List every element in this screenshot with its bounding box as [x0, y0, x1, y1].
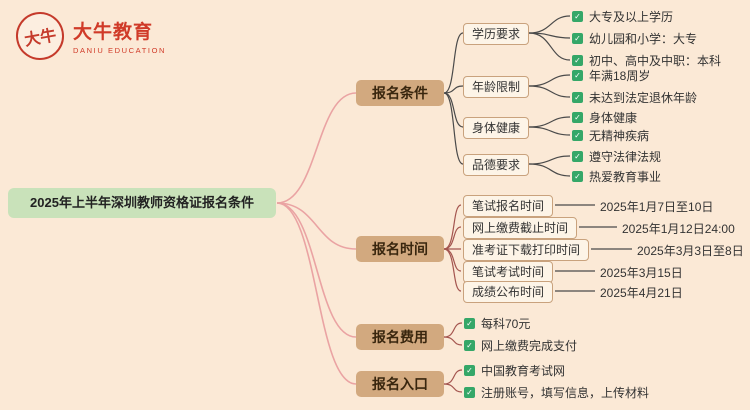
- leaf-text: 注册账号，填写信息，上传材料: [481, 385, 650, 400]
- check-icon: ✓: [572, 129, 583, 141]
- logo-subtitle: DANIU EDUCATION: [73, 46, 167, 55]
- check-icon: ✓: [572, 150, 583, 162]
- subtopic-shenti-jiankang: 身体健康: [463, 117, 530, 139]
- time-row-value: 2025年3月3日至8日: [637, 244, 744, 258]
- check-icon: ✓: [464, 317, 475, 329]
- leaf-text: 网上缴费完成支付: [481, 338, 578, 353]
- branch-baoming-feiyong: 报名费用: [356, 324, 444, 350]
- time-row-value: 2025年1月12日24:00: [622, 222, 735, 236]
- subtopic-pinde-yaoqiu: 品德要求: [463, 154, 530, 176]
- subtopic-nianling-xianzhi: 年龄限制: [463, 76, 530, 98]
- leaf-text: 身体健康: [589, 110, 638, 125]
- root-topic: 2025年上半年深圳教师资格证报名条件: [8, 188, 276, 218]
- time-row-label: 网上缴费截止时间: [463, 217, 578, 239]
- time-row-label: 笔试考试时间: [463, 261, 554, 283]
- leaf-item: ✓ 大专及以上学历: [572, 8, 673, 24]
- leaf-item: ✓ 热爱教育事业: [572, 168, 661, 184]
- leaf-item: ✓ 身体健康: [572, 109, 637, 125]
- leaf-item: ✓ 年满18周岁: [572, 67, 650, 83]
- check-icon: ✓: [572, 170, 583, 182]
- time-row-label: 笔试报名时间: [463, 195, 554, 217]
- check-icon: ✓: [572, 10, 583, 22]
- leaf-text: 初中、高中及中职：本科: [589, 53, 722, 68]
- leaf-item: ✓ 网上缴费完成支付: [464, 337, 577, 353]
- check-icon: ✓: [572, 32, 583, 44]
- leaf-item: ✓ 遵守法律法规: [572, 148, 661, 164]
- leaf-text: 未达到法定退休年龄: [589, 90, 698, 105]
- leaf-item: ✓ 注册账号，填写信息，上传材料: [464, 384, 649, 400]
- check-icon: ✓: [464, 386, 475, 398]
- logo-text-block: 大牛教育 DANIU EDUCATION: [73, 17, 166, 55]
- logo-name: 大牛教育: [73, 22, 154, 43]
- time-row-value: 2025年4月21日: [600, 286, 683, 300]
- check-icon: ✓: [464, 339, 475, 351]
- check-icon: ✓: [572, 111, 583, 123]
- time-row-label: 准考证下载打印时间: [463, 239, 590, 261]
- leaf-text: 幼儿园和小学：大专: [589, 31, 698, 46]
- leaf-text: 年满18周岁: [589, 68, 651, 83]
- check-icon: ✓: [572, 69, 583, 81]
- leaf-item: ✓ 中国教育考试网: [464, 362, 565, 378]
- branch-baoming-shijian: 报名时间: [356, 236, 444, 262]
- time-row-value: 2025年1月7日至10日: [600, 200, 714, 214]
- leaf-text: 遵守法律法规: [589, 149, 662, 164]
- time-row-label: 成绩公布时间: [463, 281, 554, 303]
- time-row-value: 2025年3月15日: [600, 266, 683, 280]
- leaf-text: 每科70元: [481, 316, 531, 331]
- logo-seal-icon: 大牛: [12, 8, 68, 64]
- check-icon: ✓: [572, 91, 583, 103]
- logo-seal-text: 大牛: [23, 27, 58, 50]
- leaf-item: ✓ 初中、高中及中职：本科: [572, 52, 721, 68]
- leaf-text: 无精神疾病: [589, 128, 650, 143]
- check-icon: ✓: [464, 364, 475, 376]
- subtopic-xueli-yaoqiu: 学历要求: [463, 23, 530, 45]
- branch-baoming-tiaojian: 报名条件: [356, 80, 444, 106]
- leaf-item: ✓ 每科70元: [464, 315, 530, 331]
- leaf-item: ✓ 无精神疾病: [572, 127, 649, 143]
- logo: 大牛 大牛教育 DANIU EDUCATION: [12, 8, 166, 64]
- check-icon: ✓: [572, 54, 583, 66]
- leaf-text: 热爱教育事业: [589, 169, 662, 184]
- branch-baoming-rukou: 报名入口: [356, 371, 444, 397]
- leaf-item: ✓ 幼儿园和小学：大专: [572, 30, 697, 46]
- leaf-item: ✓ 未达到法定退休年龄: [572, 89, 697, 105]
- leaf-text: 大专及以上学历: [589, 9, 674, 24]
- leaf-text: 中国教育考试网: [481, 363, 566, 378]
